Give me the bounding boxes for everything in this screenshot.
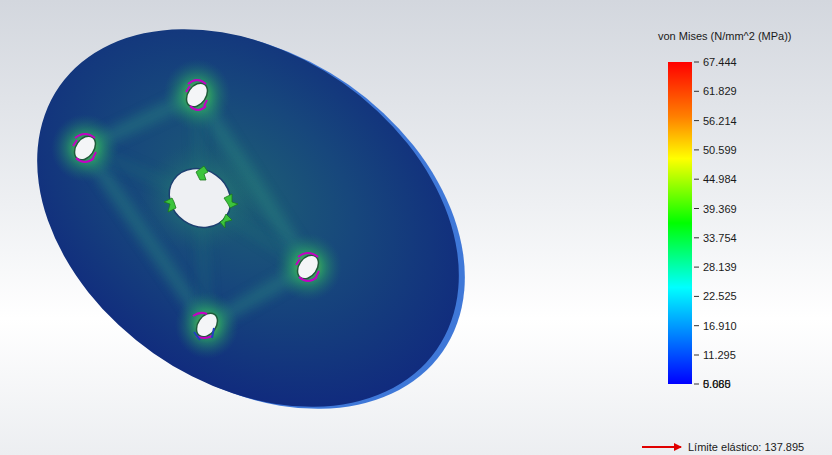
bolt-holes <box>70 79 323 341</box>
scale-value: 50.599 <box>703 143 737 157</box>
scale-value: 39.369 <box>703 202 737 216</box>
scale-value: 0.065 <box>703 377 731 391</box>
yield-arrow <box>642 446 681 448</box>
fixture-symbols <box>164 166 238 228</box>
stress-streaks <box>51 59 342 359</box>
color-bar <box>668 62 692 384</box>
yield-limit: Límite elástico: 137.895 <box>688 440 804 454</box>
scale-value: 22.525 <box>703 289 737 303</box>
scale-value: 11.295 <box>703 348 736 362</box>
disc-face <box>0 0 531 455</box>
scale-value: 28.139 <box>703 260 737 274</box>
scale-value: 67.444 <box>703 55 737 69</box>
scale-value: 44.984 <box>703 172 737 186</box>
scale-value: 61.829 <box>703 84 737 98</box>
legend-title: von Mises (N/mm^2 (MPa)) <box>658 29 792 43</box>
center-hole <box>158 157 243 240</box>
load-symbols <box>73 80 319 340</box>
bar-ticks <box>694 62 699 384</box>
scale-value: 33.754 <box>703 231 737 245</box>
scale-value: 56.214 <box>703 114 737 128</box>
scale-value: 16.910 <box>703 319 737 333</box>
